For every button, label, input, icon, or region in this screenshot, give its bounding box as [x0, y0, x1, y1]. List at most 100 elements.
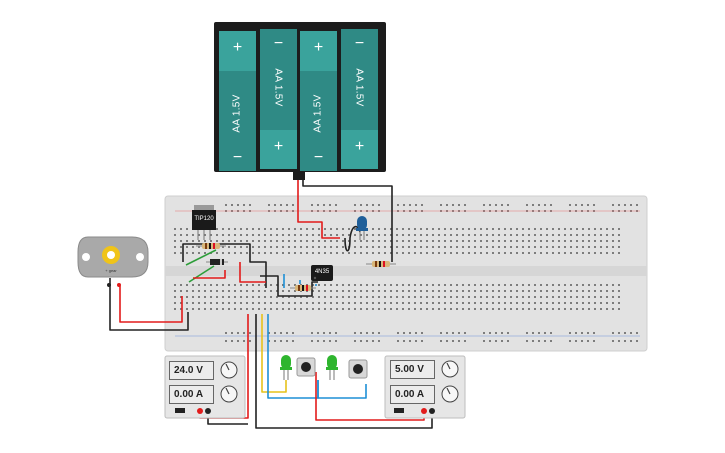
breadboard-hole[interactable]: [336, 308, 338, 310]
breadboard-hole[interactable]: [588, 302, 590, 304]
breadboard-hole[interactable]: [180, 296, 182, 298]
breadboard-hole[interactable]: [276, 240, 278, 242]
breadboard-hole[interactable]: [544, 340, 546, 342]
breadboard-hole[interactable]: [468, 234, 470, 236]
breadboard-hole[interactable]: [204, 290, 206, 292]
breadboard-hole[interactable]: [312, 246, 314, 248]
breadboard-hole[interactable]: [249, 332, 251, 334]
breadboard-hole[interactable]: [501, 332, 503, 334]
breadboard-hole[interactable]: [552, 234, 554, 236]
breadboard-hole[interactable]: [372, 246, 374, 248]
breadboard-hole[interactable]: [570, 234, 572, 236]
breadboard-hole[interactable]: [588, 246, 590, 248]
breadboard-hole[interactable]: [600, 296, 602, 298]
breadboard-hole[interactable]: [540, 252, 542, 254]
breadboard-hole[interactable]: [618, 296, 620, 298]
breadboard-hole[interactable]: [228, 290, 230, 292]
breadboard-hole[interactable]: [268, 204, 270, 206]
breadboard-hole[interactable]: [192, 296, 194, 298]
breadboard-hole[interactable]: [408, 284, 410, 286]
breadboard-hole[interactable]: [498, 284, 500, 286]
breadboard-hole[interactable]: [378, 296, 380, 298]
breadboard-hole[interactable]: [507, 204, 509, 206]
breadboard-hole[interactable]: [522, 296, 524, 298]
breadboard-hole[interactable]: [618, 228, 620, 230]
breadboard-hole[interactable]: [446, 340, 448, 342]
breadboard-hole[interactable]: [532, 204, 534, 206]
breadboard-hole[interactable]: [474, 302, 476, 304]
breadboard-hole[interactable]: [432, 290, 434, 292]
breadboard-hole[interactable]: [282, 240, 284, 242]
breadboard-hole[interactable]: [612, 240, 614, 242]
breadboard-hole[interactable]: [180, 234, 182, 236]
breadboard-hole[interactable]: [180, 284, 182, 286]
breadboard-hole[interactable]: [210, 302, 212, 304]
breadboard-hole[interactable]: [612, 228, 614, 230]
breadboard-hole[interactable]: [588, 234, 590, 236]
breadboard-hole[interactable]: [174, 308, 176, 310]
breadboard-hole[interactable]: [354, 234, 356, 236]
breadboard-hole[interactable]: [528, 234, 530, 236]
breadboard-hole[interactable]: [186, 296, 188, 298]
breadboard-hole[interactable]: [483, 204, 485, 206]
breadboard-hole[interactable]: [378, 204, 380, 206]
breadboard-hole[interactable]: [246, 308, 248, 310]
breadboard-hole[interactable]: [581, 340, 583, 342]
breadboard-hole[interactable]: [432, 302, 434, 304]
breadboard-hole[interactable]: [552, 240, 554, 242]
breadboard-hole[interactable]: [204, 252, 206, 254]
breadboard-hole[interactable]: [306, 308, 308, 310]
breadboard-hole[interactable]: [624, 340, 626, 342]
breadboard-hole[interactable]: [552, 246, 554, 248]
breadboard-hole[interactable]: [282, 252, 284, 254]
breadboard-hole[interactable]: [468, 252, 470, 254]
breadboard-hole[interactable]: [576, 296, 578, 298]
breadboard-hole[interactable]: [432, 234, 434, 236]
optocoupler-4n35[interactable]: [311, 265, 333, 281]
breadboard-hole[interactable]: [426, 240, 428, 242]
breadboard-hole[interactable]: [174, 252, 176, 254]
breadboard-hole[interactable]: [564, 234, 566, 236]
breadboard-hole[interactable]: [546, 284, 548, 286]
breadboard-hole[interactable]: [204, 284, 206, 286]
breadboard-hole[interactable]: [280, 204, 282, 206]
breadboard-hole[interactable]: [249, 204, 251, 206]
breadboard-hole[interactable]: [396, 252, 398, 254]
breadboard-hole[interactable]: [222, 252, 224, 254]
breadboard-hole[interactable]: [600, 284, 602, 286]
breadboard-hole[interactable]: [378, 308, 380, 310]
breadboard-hole[interactable]: [546, 308, 548, 310]
breadboard-hole[interactable]: [612, 290, 614, 292]
breadboard-hole[interactable]: [432, 308, 434, 310]
breadboard-hole[interactable]: [403, 340, 405, 342]
breadboard-hole[interactable]: [486, 284, 488, 286]
breadboard-hole[interactable]: [456, 252, 458, 254]
breadboard-hole[interactable]: [192, 246, 194, 248]
breadboard-hole[interactable]: [294, 284, 296, 286]
breadboard-hole[interactable]: [384, 252, 386, 254]
breadboard-hole[interactable]: [618, 340, 620, 342]
breadboard-hole[interactable]: [174, 296, 176, 298]
breadboard-hole[interactable]: [342, 252, 344, 254]
breadboard-hole[interactable]: [354, 240, 356, 242]
breadboard-hole[interactable]: [618, 332, 620, 334]
breadboard-hole[interactable]: [210, 240, 212, 242]
breadboard-hole[interactable]: [270, 308, 272, 310]
breadboard-hole[interactable]: [300, 252, 302, 254]
breadboard-hole[interactable]: [330, 234, 332, 236]
breadboard-hole[interactable]: [528, 296, 530, 298]
breadboard-hole[interactable]: [243, 332, 245, 334]
breadboard-hole[interactable]: [186, 228, 188, 230]
breadboard-hole[interactable]: [526, 340, 528, 342]
breadboard-hole[interactable]: [420, 228, 422, 230]
breadboard-hole[interactable]: [258, 296, 260, 298]
breadboard-hole[interactable]: [444, 284, 446, 286]
breadboard-hole[interactable]: [450, 284, 452, 286]
breadboard-hole[interactable]: [612, 252, 614, 254]
breadboard-hole[interactable]: [348, 290, 350, 292]
breadboard-hole[interactable]: [360, 340, 362, 342]
breadboard-hole[interactable]: [426, 228, 428, 230]
breadboard-hole[interactable]: [444, 228, 446, 230]
breadboard-hole[interactable]: [408, 308, 410, 310]
breadboard-hole[interactable]: [288, 284, 290, 286]
